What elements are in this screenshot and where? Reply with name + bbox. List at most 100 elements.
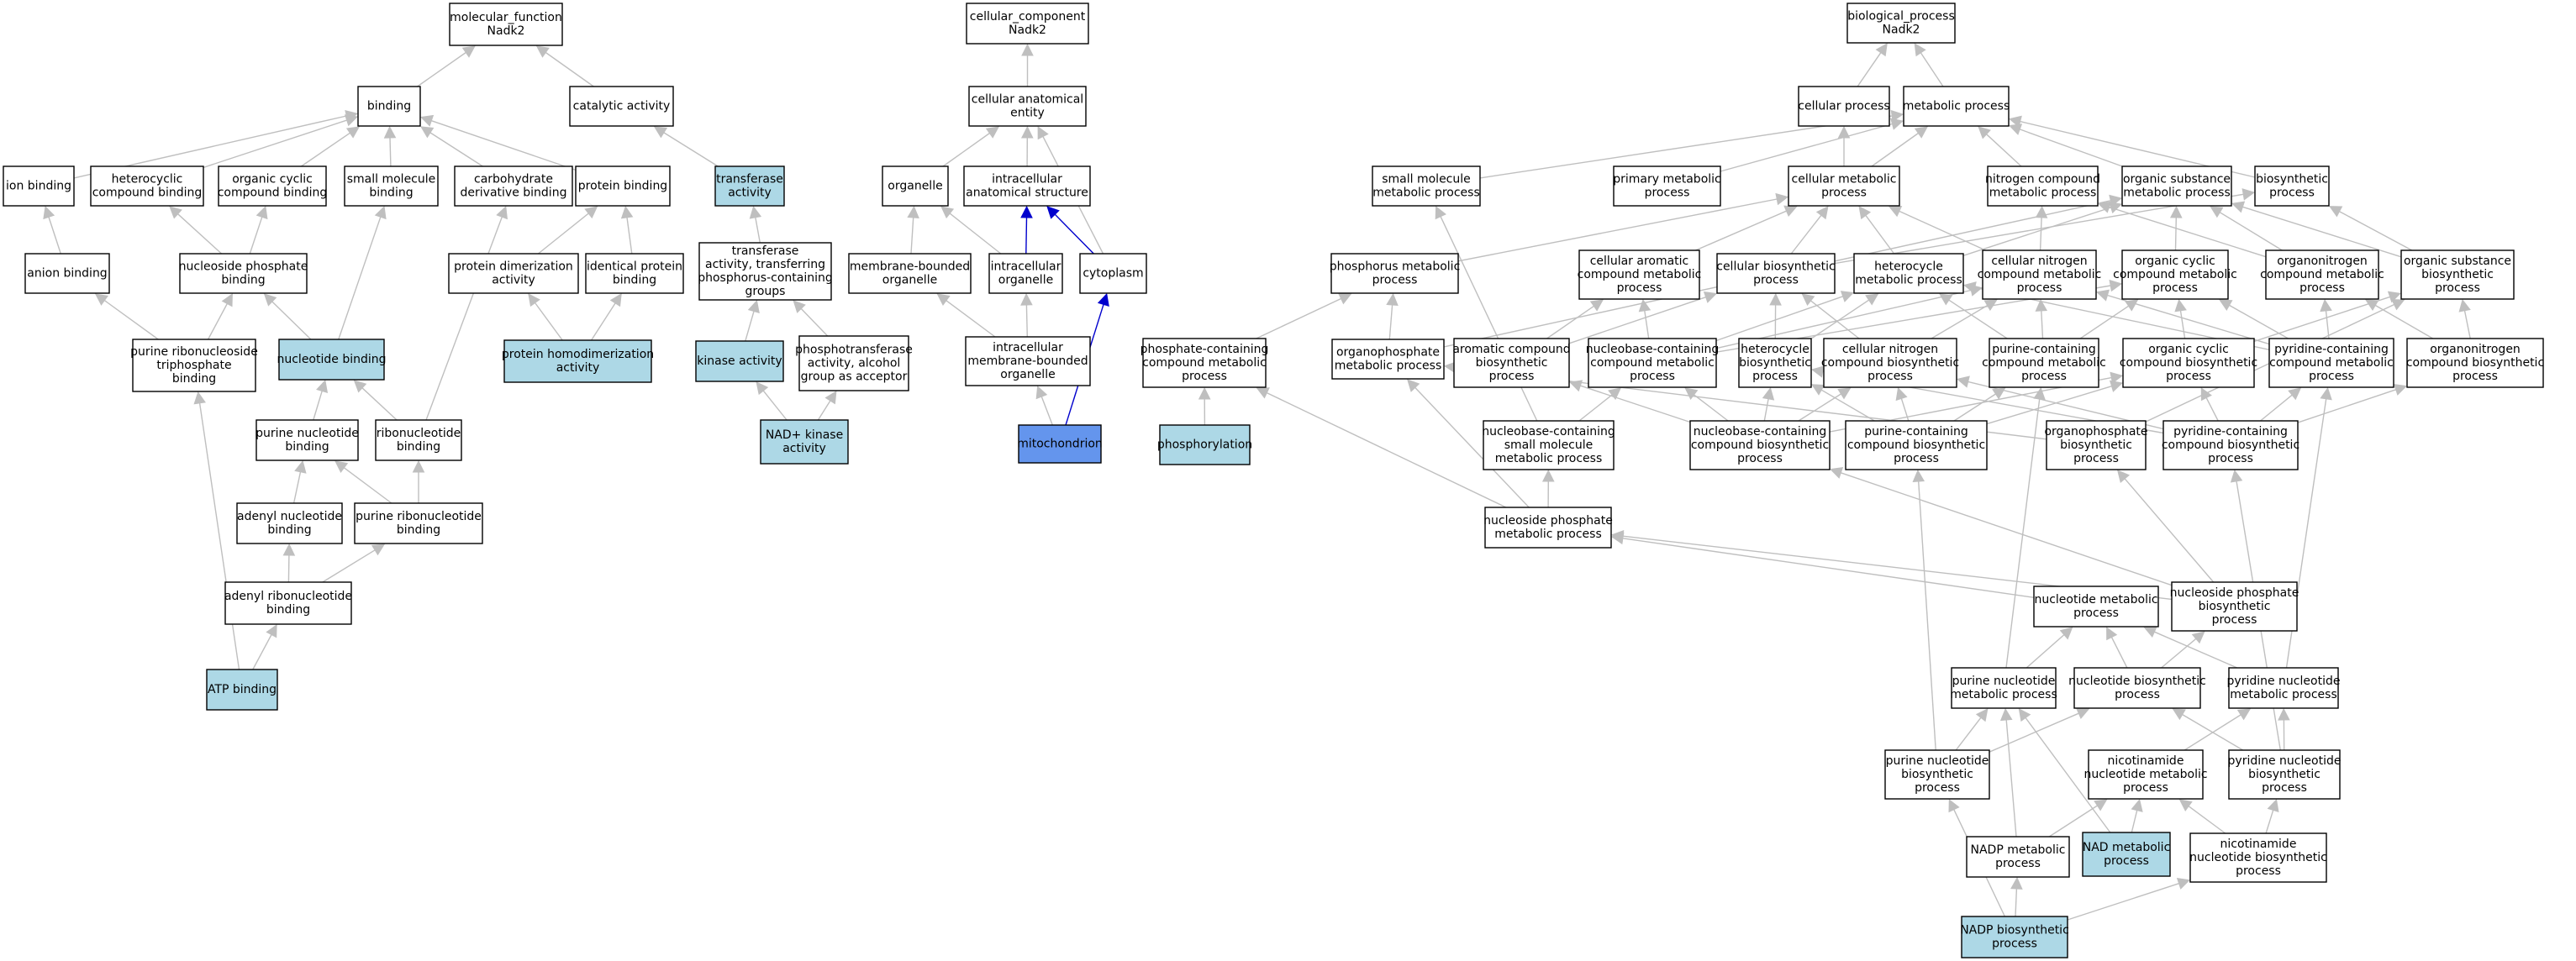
arrowhead-icon: [1407, 379, 1420, 392]
go-term-mito[interactable]: mitochondrion: [1017, 424, 1103, 464]
go-term-ion[interactable]: ion binding: [3, 165, 75, 207]
edge-nucleotide_bp-to-nucphos_bp: [2161, 631, 2205, 669]
edge-line: [252, 634, 272, 670]
go-term-protein-b[interactable]: protein binding: [575, 165, 671, 207]
edge-line: [1414, 386, 1530, 508]
go-term-kinase[interactable]: kinase activity: [695, 340, 784, 382]
go-term-catalytic[interactable]: catalytic activity: [569, 86, 674, 127]
go-term-binding[interactable]: binding: [357, 86, 421, 127]
edge-arom_bp-to-cellbiosyn: [1568, 291, 1718, 344]
term-box: [695, 340, 784, 382]
arrowhead-icon: [335, 460, 349, 473]
arrowhead-icon: [1815, 206, 1829, 220]
go-term-atp[interactable]: ATP binding: [206, 669, 278, 711]
term-label-line: process: [2435, 281, 2480, 295]
edge-protein_b-to-binding: [419, 114, 577, 171]
term-label-line: organic cyclic: [2148, 343, 2229, 356]
go-term-cellproc[interactable]: cellular process: [1798, 86, 1890, 127]
edge-line: [1256, 297, 1341, 339]
go-term-metproc[interactable]: metabolic process: [1903, 86, 2010, 127]
go-term-organelle[interactable]: organelle: [882, 165, 949, 207]
go-term-nucleotide-b[interactable]: nucleotide binding: [277, 339, 387, 381]
arrowhead-icon: [1939, 293, 1953, 306]
term-label-line: pyridine-containing: [2274, 343, 2389, 356]
edge-nadp_mp-to-nicotin_mp: [2048, 799, 2108, 838]
go-term-anion[interactable]: anion binding: [24, 253, 110, 294]
term-label-line: process: [1617, 281, 1662, 295]
arrowhead-icon: [266, 624, 277, 638]
go-term-cytoplasm[interactable]: cytoplasm: [1079, 253, 1147, 294]
go-term-phosphorylation[interactable]: phosphorylation: [1157, 424, 1252, 465]
term-box: [2162, 420, 2299, 470]
